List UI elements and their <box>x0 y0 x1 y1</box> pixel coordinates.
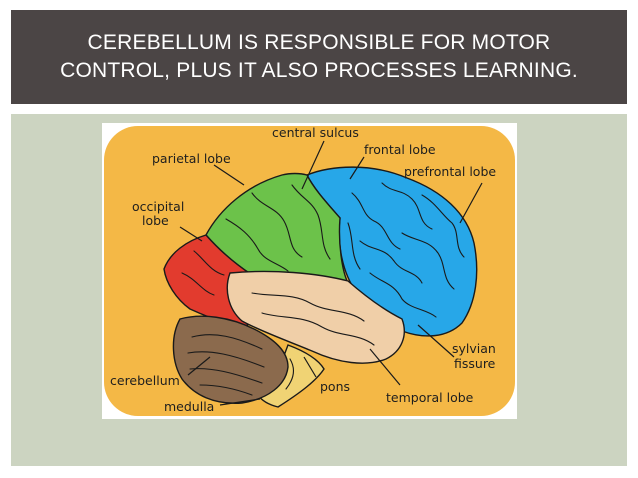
central-sulcus-pointer <box>301 140 325 190</box>
pons-pointer <box>303 356 317 378</box>
leader-lines <box>179 140 483 406</box>
slide-title-line-1: CEREBELLUM IS RESPONSIBLE FOR MOTOR <box>87 31 551 54</box>
brain-diagram-svg: central sulcus frontal lobe parietal lob… <box>104 125 515 416</box>
temporal-lobe-pointer <box>369 348 401 386</box>
label-frontal-lobe: frontal lobe <box>364 142 436 157</box>
label-parietal-lobe: parietal lobe <box>152 151 231 166</box>
label-sylvian-fissure-line-1: sylvian <box>452 341 496 356</box>
label-sylvian-fissure-line-2: fissure <box>454 356 496 371</box>
label-temporal-lobe: temporal lobe <box>386 390 474 405</box>
sylvian-fissure-pointer <box>417 324 455 358</box>
temporal-lobe-region <box>226 270 405 364</box>
slide-title: CEREBELLUM IS RESPONSIBLE FOR MOTOR CONT… <box>60 29 578 85</box>
slide-title-line-2: CONTROL, PLUS IT ALSO PROCESSES LEARNING… <box>60 59 578 82</box>
frontal-lobe-pointer <box>349 156 365 180</box>
label-medulla: medulla <box>164 399 214 414</box>
label-prefrontal-lobe: prefrontal lobe <box>404 164 496 179</box>
prefrontal-lobe-pointer <box>459 182 483 224</box>
label-occipital-lobe-line-2: lobe <box>142 213 169 228</box>
slide-title-bar: CEREBELLUM IS RESPONSIBLE FOR MOTOR CONT… <box>11 10 627 104</box>
brain-diagram: central sulcus frontal lobe parietal lob… <box>102 123 517 419</box>
label-pons: pons <box>320 379 350 394</box>
label-occipital-lobe-line-1: occipital <box>132 199 184 214</box>
medulla-pointer <box>219 398 261 406</box>
label-cerebellum: cerebellum <box>110 373 180 388</box>
brain-folds <box>181 182 465 396</box>
parietal-lobe-pointer <box>213 164 245 186</box>
label-central-sulcus: central sulcus <box>272 125 359 140</box>
occipital-lobe-pointer <box>179 226 203 242</box>
cerebellum-pointer <box>187 356 211 376</box>
